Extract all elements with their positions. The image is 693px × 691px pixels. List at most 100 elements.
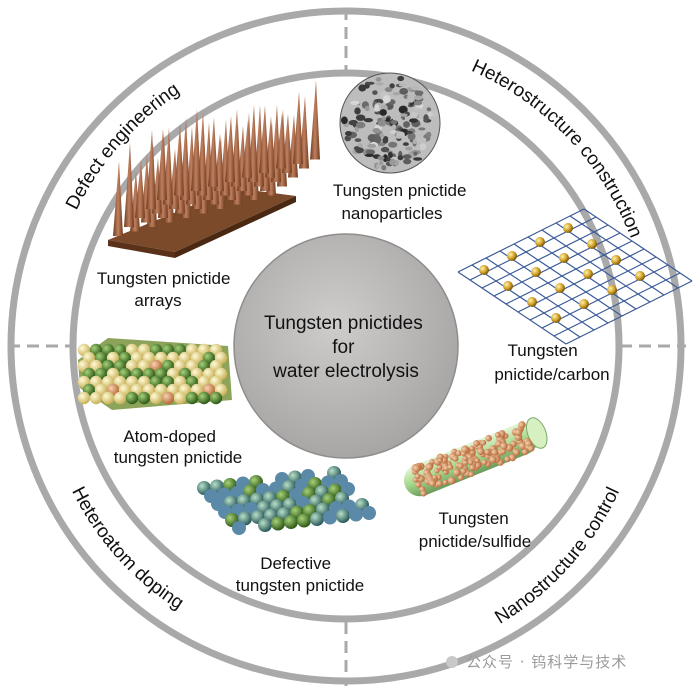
lattice-line	[471, 264, 581, 338]
label-heteroatom-doping: Heteroatom doping	[67, 483, 187, 613]
gold-atom	[559, 253, 569, 263]
sulfide-particle	[491, 448, 499, 456]
pore	[390, 120, 398, 125]
lattice-atom	[323, 510, 337, 525]
lattice-line	[529, 256, 657, 321]
lattice-line	[555, 222, 665, 296]
lattice-atom	[125, 391, 139, 405]
sulfide-particle	[474, 457, 480, 464]
sulfide-particle	[436, 480, 443, 487]
gold-atom	[611, 255, 621, 265]
pore	[406, 130, 413, 134]
pore	[413, 151, 418, 156]
sulfide-particle	[500, 442, 508, 450]
nanoparticles-illustration	[339, 72, 441, 174]
pore	[403, 121, 410, 128]
pore	[384, 87, 393, 93]
lattice-atom	[258, 518, 272, 532]
pore	[399, 113, 408, 117]
pore	[414, 90, 424, 96]
pore	[348, 119, 359, 126]
pore	[409, 118, 418, 123]
pore	[418, 127, 426, 131]
sulfide-particle	[518, 421, 526, 429]
sulfide-particle	[457, 462, 464, 469]
pore	[374, 104, 380, 112]
gold-atom	[527, 297, 537, 307]
carbon-lattice-illustration	[457, 208, 693, 345]
lattice-atom	[336, 509, 350, 523]
pore	[366, 81, 375, 85]
sulfide-particle	[460, 450, 467, 457]
pore	[379, 109, 387, 116]
pore	[416, 137, 427, 143]
gold-atom	[579, 299, 589, 309]
pore	[375, 82, 384, 86]
watermark-text: 公众号 · 钨科学与技术	[466, 653, 628, 671]
pore	[411, 85, 420, 91]
pore	[372, 90, 378, 95]
sulfide-particle	[447, 476, 456, 485]
lattice-atom	[173, 391, 187, 405]
sulfide-particle	[481, 459, 488, 466]
lattice-atom	[149, 391, 163, 405]
pore	[423, 114, 429, 122]
gold-atom	[607, 285, 617, 295]
lattice-atom	[271, 516, 285, 531]
lattice-atom	[297, 513, 311, 528]
pore	[367, 143, 377, 148]
tube-group	[403, 417, 548, 497]
sulfide-particle	[460, 468, 467, 475]
quadrant-dividers	[8, 8, 686, 686]
pore	[358, 84, 367, 92]
lattice-line	[457, 208, 585, 273]
sulfide-particle	[414, 473, 421, 480]
pore	[375, 77, 382, 82]
lattice-atom	[349, 507, 363, 522]
lattice-atom	[232, 521, 246, 535]
caption-defective: Defective tungsten pnictide	[236, 554, 365, 595]
sulfide-particle	[447, 464, 454, 470]
lattice-line	[583, 208, 693, 282]
sulfide-particle	[473, 440, 480, 447]
pore	[364, 153, 375, 157]
pore	[385, 117, 391, 122]
pore	[388, 151, 393, 159]
lattice-line	[517, 248, 645, 313]
pore	[345, 131, 352, 136]
pore	[427, 112, 433, 117]
pore	[382, 95, 390, 104]
pore	[354, 107, 361, 115]
spike	[174, 124, 184, 196]
pore	[381, 165, 387, 171]
pore	[410, 111, 419, 119]
sulfide-particle	[513, 449, 521, 456]
pore	[426, 107, 432, 112]
sulfide-particle	[521, 448, 529, 456]
spike	[191, 109, 201, 191]
spike	[113, 160, 123, 236]
gold-atom	[551, 313, 561, 323]
sulfide-particle	[514, 428, 523, 436]
pore	[376, 164, 381, 169]
center-line-2: for	[332, 337, 355, 358]
sulfide-particle	[412, 464, 421, 473]
pore	[355, 147, 364, 154]
lattice-line	[541, 229, 651, 303]
caption-carbon: Tungsten pnictide/carbon	[494, 341, 609, 384]
atom-doped-illustration	[77, 338, 232, 410]
pore	[365, 149, 376, 156]
lattice-atom	[113, 391, 127, 405]
lattice-line	[499, 250, 609, 324]
pore	[377, 155, 385, 161]
sulfide-particle	[457, 474, 465, 481]
spike	[208, 117, 218, 187]
lattice-atom	[209, 391, 223, 405]
lattice-line	[527, 236, 637, 310]
sulfide-particle	[480, 439, 487, 446]
sulfide-particle	[452, 468, 461, 477]
pore	[379, 133, 385, 138]
sulfide-particle	[500, 448, 507, 455]
sulfide-particle	[489, 455, 497, 464]
